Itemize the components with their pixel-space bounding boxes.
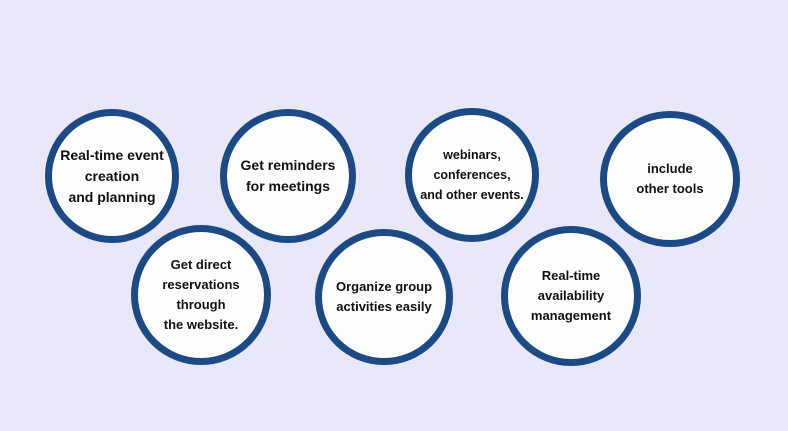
- feature-circle-reminders: Get reminders for meetings: [220, 109, 356, 243]
- feature-circle-webinars: webinars, conferences, and other events.: [405, 108, 539, 242]
- feature-label: Organize group activities easily: [335, 279, 433, 314]
- feature-label: webinars, conferences, and other events.: [420, 148, 524, 202]
- feature-label: Get direct reservations through the webs…: [162, 257, 240, 332]
- feature-circle-reservations: Get direct reservations through the webs…: [131, 225, 271, 365]
- feature-label: Get reminders for meetings: [240, 157, 336, 194]
- feature-label: include other tools: [636, 161, 704, 196]
- feature-label: Real-time availability management: [530, 268, 612, 323]
- feature-circle-availability: Real-time availability management: [501, 226, 641, 366]
- feature-label: Real-time event creation and planning: [60, 146, 164, 205]
- feature-circle-other-tools: include other tools: [600, 111, 740, 247]
- feature-circle-event-planning: Real-time event creation and planning: [45, 109, 179, 243]
- feature-circle-group-activities: Organize group activities easily: [315, 229, 453, 365]
